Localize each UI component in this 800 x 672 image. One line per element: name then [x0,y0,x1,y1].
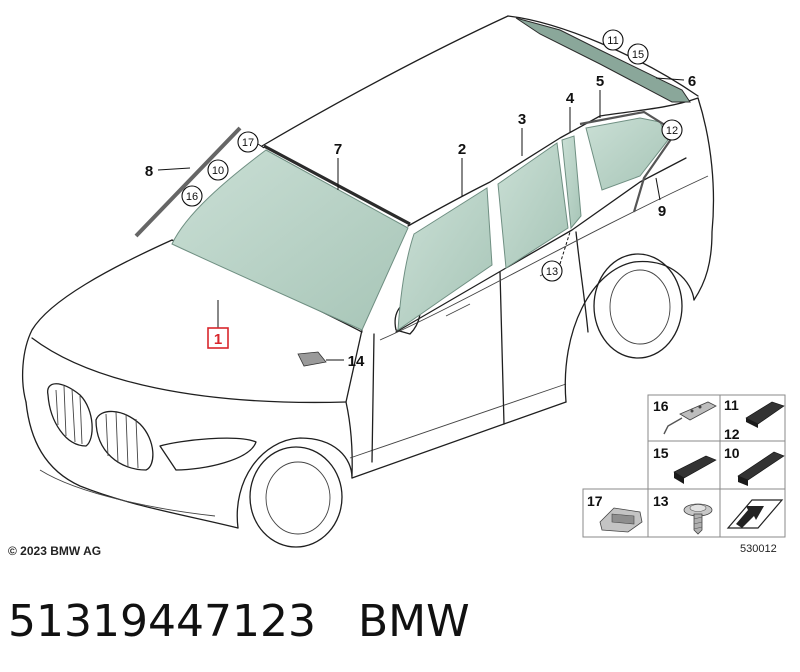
hood-front-crease [31,337,347,404]
arrow-icon [726,499,784,529]
inset-label-13: 13 [653,493,669,509]
callout-10-label: 10 [212,165,224,177]
rear-wheel-arch [564,260,695,403]
callout-15: 15 [627,43,649,65]
seal-block-icon-10 [737,451,785,481]
callout-8: 8 [145,163,153,180]
kidney-grille-left [47,383,93,447]
leader-lines [157,77,685,361]
rear-rim [609,269,671,345]
rear-door-glass [497,142,569,269]
rocker-upper [349,383,567,459]
callout-16: 16 [181,185,203,207]
screw-icon [683,503,713,535]
front-bumper-intake [39,469,216,517]
copyright: © 2023 BMW AG [8,544,101,558]
inset-label-11: 11 [724,397,739,413]
belt-line [395,157,687,333]
roof-rear-edge [507,15,699,97]
front-bumper [25,401,239,529]
hood-left-edge [22,239,173,403]
callout-2: 2 [458,141,466,158]
windshield [171,149,409,331]
front-door-handle [445,303,471,317]
roof-side-edge [407,97,699,227]
inset-panel: 16 11 12 15 10 17 13 [582,394,786,538]
part-number: 51319447123 [8,596,316,647]
front-door-front-edge [371,333,375,463]
clip-icon [663,401,717,435]
kidney-grille-right [95,410,154,471]
inset-label-17: 17 [587,493,603,509]
shoulder-crease [379,175,709,341]
callouts: 1 2 3 4 5 6 7 8 9 14 17 10 16 11 15 [145,29,696,370]
callout-17: 17 [237,131,259,153]
car-body [22,15,715,548]
windshield-moulding [263,144,411,226]
inset-label-12: 12 [724,426,740,442]
callout-12-label: 12 [666,125,678,137]
rear-end [693,97,715,301]
highlight-box [207,327,229,349]
rear-window [515,17,691,103]
glass-parts [134,17,691,367]
callout-12: 12 [661,119,683,141]
callout-6: 6 [688,73,696,90]
front-tire [249,446,343,548]
rocker-lower [351,401,567,479]
rear-side-window [585,117,669,191]
callout-7: 7 [334,141,342,158]
hood-side-edge [345,329,363,403]
inset-label-10: 10 [724,445,740,461]
front-rim [265,461,331,535]
callout-13: 13 [541,260,563,282]
roof-left-edge [261,15,509,147]
rain-sensor [297,351,327,367]
front-wheel-arch [236,437,353,529]
headlight [159,437,257,471]
callout-16-label: 16 [186,191,198,203]
rear-door-fixed-glass [561,135,582,230]
callout-14: 14 [348,353,365,370]
kidney-grille-right-bars [105,411,139,469]
inset-label-15: 15 [653,445,669,461]
callout-11: 11 [602,29,624,51]
kidney-grille-left-bars [55,385,83,445]
rear-door-rear-edge [575,231,589,333]
callout-3: 3 [518,111,526,128]
seal-block-icon-15 [673,455,717,479]
callout-11-label: 11 [607,35,618,47]
callout-10: 10 [207,159,229,181]
front-fender [345,401,353,477]
a-pillar-trim [134,126,242,238]
callout-5: 5 [596,73,604,90]
brand: BMW [358,596,470,647]
callout-13-label: 13 [546,266,558,278]
callout-17-label: 17 [242,137,254,149]
bracket-clip-icon [599,507,643,533]
diagram-number: 530012 [740,543,777,555]
b-pillar-gap [499,271,505,425]
callout-4: 4 [566,90,575,107]
callout-1: 1 [214,331,222,348]
rear-tire [593,253,683,359]
front-door-glass [397,187,493,332]
inset-cell-10 [719,440,786,490]
callout-9: 9 [658,203,666,220]
inset-label-16: 16 [653,398,669,414]
callout-15-label: 15 [632,49,644,61]
inset-cell-15 [647,440,721,490]
